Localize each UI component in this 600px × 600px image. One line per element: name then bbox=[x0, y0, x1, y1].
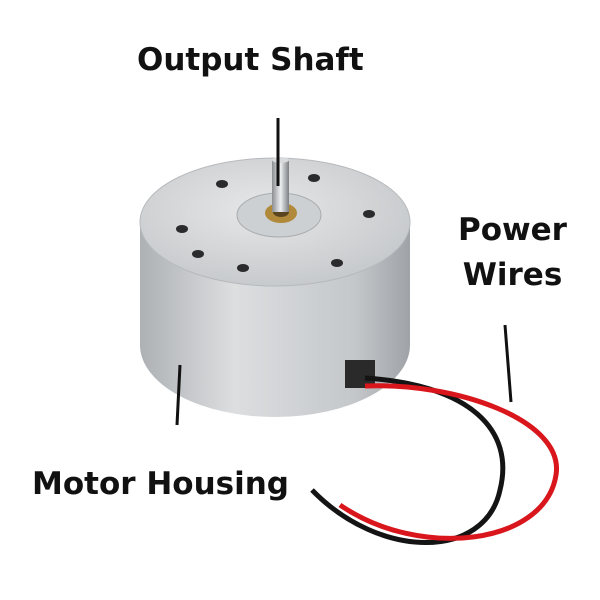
mounting-holes bbox=[176, 174, 375, 272]
output-shaft bbox=[272, 157, 289, 212]
power-wires-leader-line bbox=[503, 324, 513, 403]
output-shaft-label: Output Shaft bbox=[137, 42, 364, 78]
black-wire bbox=[310, 375, 506, 545]
power-wires-label: Power Wires bbox=[458, 208, 567, 298]
red-wire bbox=[338, 383, 559, 541]
power-wires-label-line1: Power bbox=[458, 212, 567, 248]
motor-housing-label: Motor Housing bbox=[32, 466, 289, 502]
power-wires-label-line2: Wires bbox=[462, 256, 563, 293]
motor-housing-leader-line bbox=[175, 364, 182, 426]
